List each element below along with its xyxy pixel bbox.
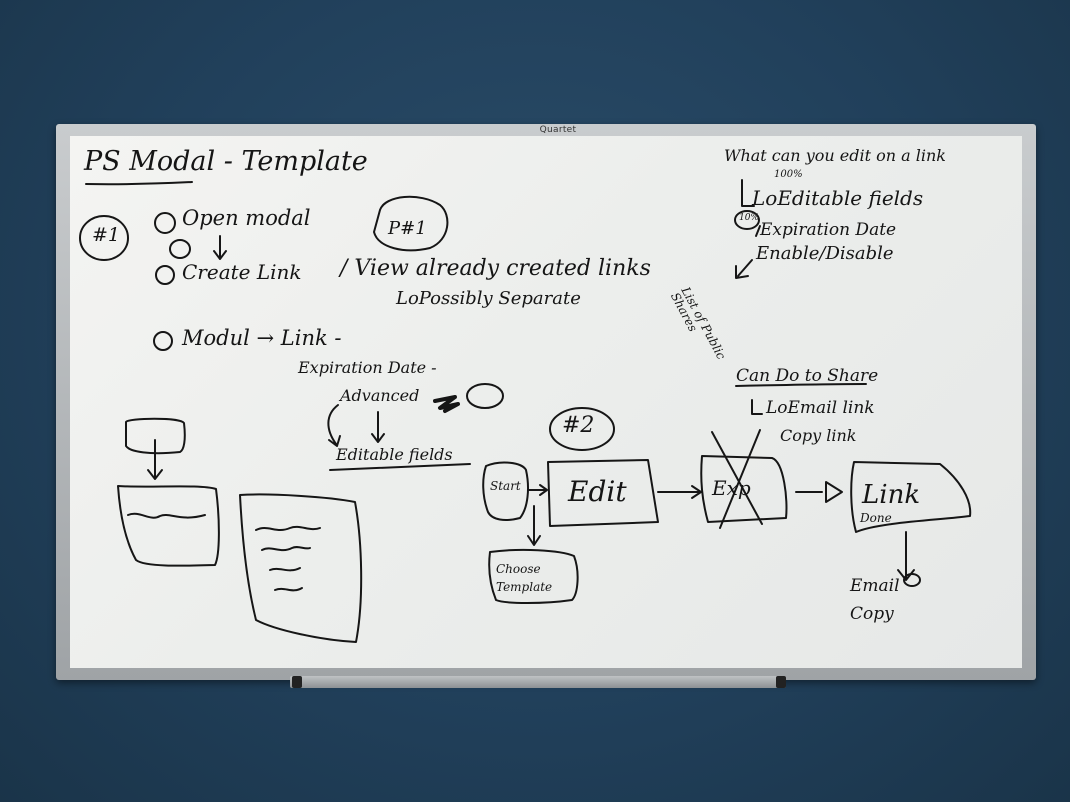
flow-link-box xyxy=(850,461,972,533)
flow-choose-template: Choose Template xyxy=(496,562,553,594)
share-underline xyxy=(735,383,867,387)
note-enable-disable: Enable/Disable xyxy=(756,243,894,264)
brand-label: Quartet xyxy=(539,125,577,135)
badge-2-circle xyxy=(549,407,615,451)
note-pct: 100% xyxy=(774,169,803,180)
step-arrow xyxy=(213,235,227,260)
small-loop xyxy=(466,383,504,409)
flow-email: Email xyxy=(850,576,900,596)
step-1-circle xyxy=(154,212,176,234)
note-question: What can you edit on a link xyxy=(724,146,946,165)
flow-exp-box xyxy=(700,455,788,523)
badge-2-label: #2 xyxy=(562,413,595,438)
editable-text: Editable fields xyxy=(336,445,453,464)
flow-exp-cross xyxy=(711,429,763,529)
flow-choose-box xyxy=(488,548,579,604)
sketch-box-top xyxy=(125,417,186,455)
badge-1-label: #1 xyxy=(92,224,121,246)
flow-arrow-down-link xyxy=(897,531,915,581)
marker-tray xyxy=(290,676,786,688)
step-2-view-text: / View already created links xyxy=(340,256,651,281)
share-email: LoEmail link xyxy=(766,398,875,418)
step-2-circle xyxy=(155,265,175,285)
sketch-wave-5 xyxy=(274,587,303,592)
scribble xyxy=(433,395,460,413)
note-expiration: Expiration Date xyxy=(760,220,897,240)
share-copy: Copy link xyxy=(780,426,857,445)
badge-1-circle xyxy=(79,215,129,261)
flow-edit-box xyxy=(547,459,659,527)
flow-done: Done xyxy=(860,511,892,525)
sketch-wave-4 xyxy=(269,567,301,572)
board-title: PS Modal - Template xyxy=(84,146,368,177)
step-3-text: Modul → Link - xyxy=(182,326,342,350)
flow-edit: Edit xyxy=(568,475,627,508)
note-arrow-1 xyxy=(741,179,755,207)
note-pct-circle xyxy=(734,210,760,230)
flow-arrow-2 xyxy=(657,485,702,499)
sketch-wave-1 xyxy=(127,512,206,519)
advanced-text: Advanced xyxy=(340,386,420,405)
note-pct2: 10% xyxy=(739,213,760,223)
flow-link: Link xyxy=(862,480,921,510)
note-editable-fields: LoEditable fields xyxy=(752,186,924,210)
step-2-note: LoPossibly Separate xyxy=(396,288,581,309)
flow-copy: Copy xyxy=(850,604,894,624)
whiteboard-surface xyxy=(70,136,1022,668)
sketch-wave-2 xyxy=(255,525,321,531)
sketch-wave-3 xyxy=(261,546,311,552)
sketch-arrow-down xyxy=(147,439,163,480)
flow-arrow-1 xyxy=(527,484,548,496)
step-1-text: Open modal xyxy=(182,206,311,230)
badge-p1-label: P#1 xyxy=(388,218,427,239)
step-3-circle xyxy=(153,331,173,351)
flow-arrow-choose xyxy=(527,505,541,546)
sketch-panel-1 xyxy=(117,485,220,567)
expiration-text: Expiration Date - xyxy=(298,358,437,377)
advanced-underline xyxy=(329,463,471,471)
flow-start: Start xyxy=(490,479,521,493)
flow-exp: Exp xyxy=(712,476,751,500)
note-arrow-2 xyxy=(755,225,761,237)
p1-cloud xyxy=(373,195,449,252)
share-heading: Can Do to Share xyxy=(736,366,879,386)
flow-email-loop xyxy=(903,573,921,587)
note-arrow-3 xyxy=(735,259,753,279)
advanced-arrow-right xyxy=(371,411,385,443)
advanced-arrow-left xyxy=(327,404,341,447)
step-circle-small xyxy=(169,239,191,259)
flow-arrow-3 xyxy=(795,481,843,503)
tray-end-left xyxy=(292,676,302,688)
sketch-panel-2 xyxy=(239,493,363,643)
step-2-text: Create Link xyxy=(182,260,302,284)
share-arrow xyxy=(751,399,763,415)
title-underline xyxy=(85,181,193,186)
flow-start-box xyxy=(482,461,529,521)
tray-end-right xyxy=(776,676,786,688)
